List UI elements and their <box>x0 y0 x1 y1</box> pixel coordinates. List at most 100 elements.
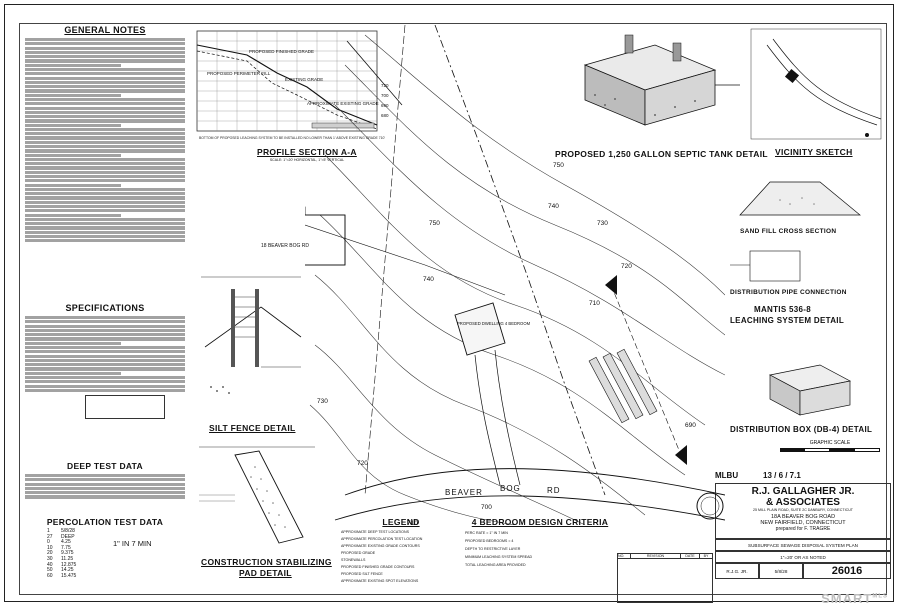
fine-print-line <box>25 375 185 380</box>
fine-print-line <box>25 217 185 221</box>
perc-reading: 15.475 <box>61 572 77 579</box>
legend-item: PROPOSED GRADE <box>341 551 376 555</box>
perc-reading: DEEP <box>61 533 75 540</box>
drawing-sheet: GENERAL NOTES SPECIFICATIONS DEEP TEST D… <box>4 4 894 603</box>
fine-print-line <box>25 350 185 354</box>
rev-col-by: BY <box>703 554 709 558</box>
contour-label-11: 710 <box>407 520 418 525</box>
fine-print-line <box>25 76 185 80</box>
perc-reading: 12.875 <box>61 561 77 568</box>
fine-print-line <box>25 482 185 486</box>
profile-section-drawing: 720 700 690 680 PROPOSED FINISHED GRADE … <box>196 30 403 140</box>
rev-col-revision: REVISION <box>631 554 681 558</box>
scale-cell: 1"=20' OR AS NOTED <box>715 551 891 563</box>
drawn-by-cell: R.J.G. JR. <box>715 563 759 579</box>
fine-print-line <box>25 157 185 162</box>
deep-test-text <box>25 474 185 499</box>
fine-print-line <box>25 97 185 102</box>
fine-print-line <box>25 153 121 157</box>
fine-print-line <box>25 136 185 140</box>
legend-item: APPROXIMATE EXISTING SPOT ELEVATIONS <box>341 579 419 583</box>
fine-print-line <box>25 170 185 174</box>
criteria-item: DEPTH TO RESTRICTIVE LAYER <box>465 547 521 551</box>
mlbu-label: MLBU <box>715 471 738 480</box>
profile-section-panel: 720 700 690 680 PROPOSED FINISHED GRADE … <box>187 25 419 167</box>
date: 5/8/28 <box>774 569 788 574</box>
mantis-title-2: LEACHING SYSTEM DETAIL <box>730 316 845 325</box>
dist-box-title: DISTRIBUTION BOX (DB-4) DETAIL <box>730 425 873 434</box>
contour-label-2: 730 <box>597 220 608 227</box>
profile-label-0: PROPOSED FINISHED GRADE <box>249 49 314 54</box>
criteria-panel: 4 BEDROOM DESIGN CRITERIA PERC RATE = 1"… <box>465 517 615 603</box>
deep-test-title: DEEP TEST DATA <box>67 461 143 471</box>
dist-pipe-drawing <box>730 250 801 282</box>
firm-name-2: & ASSOCIATES <box>766 497 840 508</box>
fine-print-line <box>25 192 185 196</box>
date-cell: 5/8/28 <box>759 563 803 579</box>
legend-item: APPROXIMATE PERCOLATION TEST LOCATION <box>341 537 423 541</box>
rev-col-date: DATE <box>681 554 700 558</box>
road-label-2: RD <box>547 486 561 495</box>
fine-print-line <box>25 162 185 166</box>
vicinity-panel: VICINITY SKETCH <box>747 25 887 165</box>
contour-label-5: 700 <box>481 504 492 511</box>
fine-print-line <box>25 328 185 333</box>
sand-fill-panel: SAND FILL CROSS SECTION <box>730 170 890 240</box>
fine-print-line <box>25 474 185 478</box>
fine-print-line <box>25 127 185 132</box>
contour-label-0: 750 <box>553 162 564 169</box>
perc-time: 10 <box>47 544 53 551</box>
criteria-item: PERC RATE = 1" IN 7 MIN <box>465 531 508 535</box>
legend-title: LEGEND <box>382 517 420 527</box>
contour-label-3: 720 <box>621 263 632 270</box>
fine-print-line <box>25 166 185 170</box>
fine-print-line <box>25 89 185 93</box>
fine-print-line <box>25 102 185 106</box>
fine-print-line <box>25 239 185 243</box>
existing-house-label: 18 BEAVER BOG RD <box>261 243 309 249</box>
fine-print-line <box>25 200 185 204</box>
fine-print-line <box>25 42 185 46</box>
perc-reading: 4.25 <box>61 539 71 546</box>
stabilizing-title-1: CONSTRUCTION STABILIZING <box>201 557 332 567</box>
perc-time: 0 <box>47 539 50 546</box>
fine-print-line <box>25 63 121 67</box>
fine-print-line <box>25 145 185 149</box>
fine-print-line <box>25 341 121 345</box>
perc-test-title: PERCOLATION TEST DATA <box>46 517 164 527</box>
fine-print-line <box>25 384 185 388</box>
fine-print-line <box>25 358 185 362</box>
perc-time: 50 <box>47 567 53 574</box>
mlbu-value: 13 / 6 / 7.1 <box>763 471 801 480</box>
fine-print-line <box>25 363 185 367</box>
contour-label-10: 720 <box>357 460 368 467</box>
rev-col-no: NO. <box>618 554 631 558</box>
fine-print-line <box>25 119 185 123</box>
road-label-1: BOG <box>500 484 521 493</box>
fine-print-line <box>25 140 185 144</box>
contour-label-6: 690 <box>685 422 696 429</box>
perc-time: 60 <box>47 572 53 579</box>
sand-fill-title: SAND FILL CROSS SECTION <box>740 228 837 235</box>
general-notes-text <box>25 38 185 243</box>
criteria-item: PROPOSED BEDROOMS = 4 <box>465 539 514 543</box>
specifications-title: SPECIFICATIONS <box>65 303 145 313</box>
sheet-border <box>19 23 887 595</box>
profile-elev-1: 700 <box>381 93 389 98</box>
watermark-text: SMART <box>821 591 873 606</box>
profile-elev-3: 680 <box>381 113 389 118</box>
spec-table <box>85 394 165 419</box>
fine-print-line <box>25 380 185 384</box>
specifications-text <box>25 316 185 392</box>
deep-test-panel: DEEP TEST DATA <box>25 461 185 513</box>
general-notes-title: GENERAL NOTES <box>64 25 146 35</box>
profile-bottom-note: BOTTOM OF PROPOSED LEACHING SYSTEM TO BE… <box>199 136 385 140</box>
site-plan: 750 740 730 720 710 700 690 750 740 730 … <box>244 24 726 527</box>
firm-name-1: R.J. GALLAGHER JR. <box>751 486 855 497</box>
legend-item: STONEWALLS <box>341 558 366 562</box>
